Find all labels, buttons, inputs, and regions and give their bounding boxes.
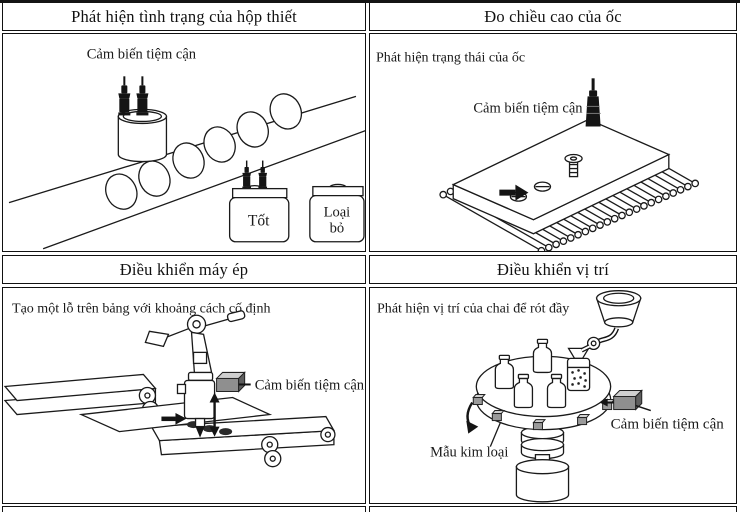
right-conveyor-belt <box>150 415 336 468</box>
can <box>117 108 168 163</box>
filling-bottle <box>566 347 591 392</box>
panel-title-box-status: Phát hiện tình trạng của hộp thiết <box>2 2 366 31</box>
sensor-label: Cảm biến tiệm cận <box>87 46 197 62</box>
reject-box: Loại bỏ <box>309 183 365 243</box>
sensor-label: Cảm biến tiệm cận <box>473 100 583 116</box>
proximity-sensor-box-icon <box>215 371 251 393</box>
panel-title-press-control: Điều khiển máy ép <box>2 255 366 284</box>
press-machine <box>144 310 246 438</box>
standing-bolt <box>564 153 583 178</box>
panel-subtitle: Phát hiện trạng thái của ốc <box>376 49 525 65</box>
position-control-diagram: Phát hiện vị trí của chai để rót đầy <box>377 290 725 503</box>
reject-box-label-2: bỏ <box>330 221 345 237</box>
screw-height-diagram: Phát hiện trạng thái của ốc <box>376 49 700 251</box>
metal-sample-pointer <box>489 422 501 447</box>
left-conveyor-belt <box>3 373 160 419</box>
panel-position-control: Phát hiện vị trí của chai để rót đầy <box>369 287 737 504</box>
title-text: Phát hiện tình trạng của hộp thiết <box>71 6 297 26</box>
workpiece-plate <box>451 118 671 235</box>
good-box-label: Tốt <box>248 213 270 230</box>
panel-box-status: Cảm biến tiệm cận Tốt <box>2 33 366 252</box>
good-box: Tốt <box>228 184 290 243</box>
proximity-sensor-icon <box>118 76 149 116</box>
clipped-next-row-left <box>2 506 366 512</box>
clipped-next-row-right <box>369 506 737 512</box>
panel-title-position-control: Điều khiển vị trí <box>369 255 737 284</box>
panel-screw-height: Phát hiện trạng thái của ốc <box>369 33 737 252</box>
reject-box-label-1: Loại <box>324 205 351 221</box>
sensor-label: Cảm biến tiệm cận <box>611 417 725 433</box>
press-control-diagram: Tạo một lỗ trên bảng với khoảng cách cố … <box>3 300 365 468</box>
proximity-sensor-icon <box>258 160 268 189</box>
panel-subtitle: Tạo một lỗ trên bảng với khoảng cách cố … <box>12 300 270 316</box>
metal-sample-label: Mẫu kim loại <box>430 445 508 461</box>
proximity-sensor-box-icon <box>599 389 652 412</box>
panel-subtitle: Phát hiện vị trí của chai để rót đầy <box>377 300 569 316</box>
box-status-diagram: Cảm biến tiệm cận Tốt <box>8 46 365 250</box>
panel-press-control: Tạo một lỗ trên bảng với khoảng cách cố … <box>2 287 366 504</box>
title-text: Điều khiển máy ép <box>119 259 249 279</box>
title-text: Điều khiển vị trí <box>496 259 609 279</box>
proximity-sensor-icon <box>242 160 252 189</box>
arrow-right-icon <box>499 184 529 201</box>
rotation-arrow-icon <box>466 401 479 434</box>
conveyor-rollers <box>8 93 365 250</box>
funnel-icon <box>580 290 642 353</box>
panel-title-screw-height: Đo chiều cao của ốc <box>369 2 737 31</box>
title-text: Đo chiều cao của ốc <box>484 6 622 26</box>
proximity-sensor-icon <box>585 78 601 127</box>
arrow-right-icon <box>161 413 187 425</box>
up-down-arrow-icon <box>209 392 220 437</box>
sensor-label: Cảm biến tiệm cận <box>255 377 365 393</box>
